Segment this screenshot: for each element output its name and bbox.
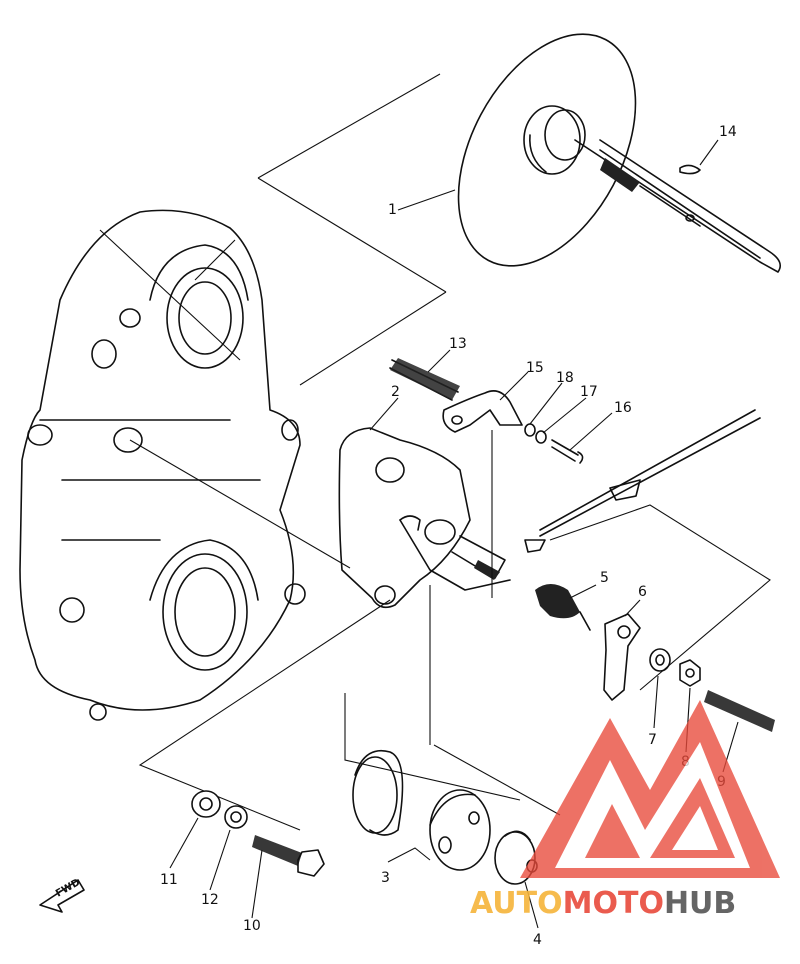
callout-10: 10 <box>243 918 261 934</box>
watermark-auto: AUTO <box>470 886 563 921</box>
brake-pads <box>352 750 491 871</box>
compression-spring <box>389 358 460 401</box>
explode-outline-upper <box>257 73 447 386</box>
explode-outline-right <box>549 504 771 691</box>
callout-12: 12 <box>201 892 219 908</box>
callout-1: 1 <box>388 202 397 218</box>
guide-line-puck <box>433 744 561 816</box>
fwd-label: FWD <box>54 877 82 900</box>
callout-4: 4 <box>533 932 542 948</box>
callout-2: 2 <box>391 384 400 400</box>
callout-15: 15 <box>526 360 544 376</box>
lever-hardware <box>649 648 775 732</box>
callout-13: 13 <box>449 336 467 352</box>
brake-cable <box>524 409 761 553</box>
callout-16: 16 <box>614 400 632 416</box>
callout-17: 17 <box>580 384 598 400</box>
torsion-spring <box>535 584 591 631</box>
callout-leaders <box>169 139 739 929</box>
primary-sheave <box>457 33 781 273</box>
small-hardware <box>524 423 584 464</box>
woodruff-key <box>679 164 701 175</box>
svg-text:AUTOMOTOHUB: AUTOMOTOHUB <box>470 886 736 921</box>
leader-housing-brake <box>129 439 351 569</box>
mount-hardware <box>191 790 325 877</box>
callout-3: 3 <box>381 870 390 886</box>
guide-lines <box>344 585 521 801</box>
brake-lever <box>603 613 641 701</box>
callout-14: 14 <box>719 124 737 140</box>
callout-11: 11 <box>160 872 178 888</box>
callout-6: 6 <box>638 584 647 600</box>
watermark-moto: MOTO <box>563 886 664 921</box>
callout-18: 18 <box>556 370 574 386</box>
guide-line-left <box>138 599 391 831</box>
cable-bracket <box>442 390 523 598</box>
watermark-logo <box>520 700 780 878</box>
watermark-text: AUTOMOTOHUB <box>470 886 736 921</box>
watermark-hub: HUB <box>664 886 736 921</box>
callout-5: 5 <box>600 570 609 586</box>
callout-7: 7 <box>648 732 657 748</box>
crankcase-cover <box>19 209 306 721</box>
fwd-direction-arrow: FWD <box>39 877 85 913</box>
callout-labels: 1 2 3 4 5 6 7 8 9 10 11 12 13 14 15 16 1… <box>160 124 737 948</box>
brake-caliper <box>338 427 511 609</box>
